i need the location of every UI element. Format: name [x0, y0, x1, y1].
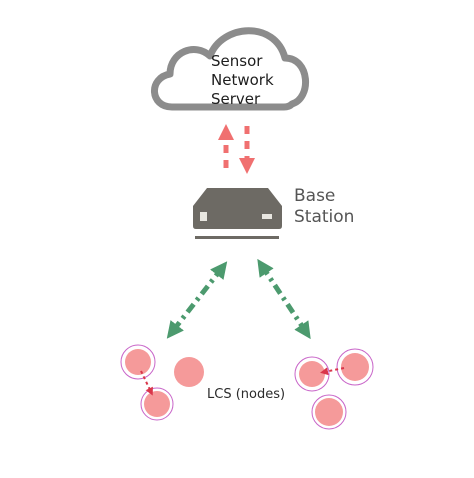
- right-node-link-arrow: [257, 258, 311, 340]
- nodes-label: LCS (nodes): [207, 387, 286, 402]
- router-device-icon: [193, 188, 282, 239]
- cloud-label-line-1: Sensor: [211, 52, 263, 70]
- right-node-cluster: [294, 348, 374, 430]
- base-station-label-line-2: Station: [294, 207, 355, 227]
- node-link-arrows: [166, 258, 311, 340]
- sensor-node-fill: [299, 361, 325, 387]
- sensor-node-fill: [341, 353, 369, 381]
- cloud-label-line-3: Server: [211, 90, 261, 108]
- cloud-label-line-2: Network: [211, 71, 274, 89]
- left-node-link-arrow: [166, 261, 228, 339]
- sensor-node-fill: [144, 391, 170, 417]
- node-hop-arrow: [140, 370, 153, 396]
- base-station-label-line-1: Base: [294, 186, 336, 206]
- sensor-node-fill: [125, 349, 151, 375]
- left-node-cluster: [120, 344, 204, 421]
- cloud-icon: [151, 27, 309, 111]
- sensor-node-fill: [315, 398, 343, 426]
- sensor-node: [174, 357, 204, 387]
- server-link-arrows: [217, 123, 256, 175]
